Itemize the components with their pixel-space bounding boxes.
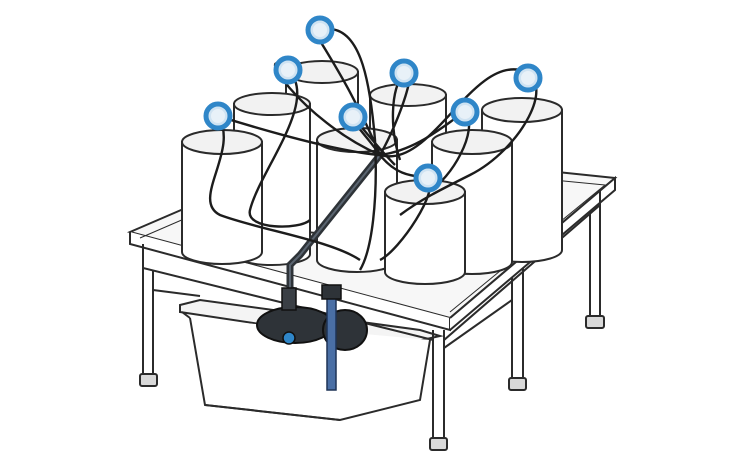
- drip-hose: [248, 62, 381, 228]
- drip-hose: [313, 27, 382, 271]
- dripper-icon: [389, 58, 419, 88]
- riser-pipe: [326, 294, 337, 391]
- pump-outlet-icon: [282, 331, 296, 345]
- drip-hose: [208, 114, 381, 261]
- dripper-icon: [273, 55, 303, 85]
- drippers: [203, 15, 543, 193]
- pot: [384, 179, 466, 285]
- drip-hose: [379, 68, 538, 216]
- pot: [316, 127, 398, 273]
- pot: [181, 129, 263, 265]
- table-legs-back: [585, 195, 605, 329]
- lower-frame: [152, 289, 513, 349]
- dripper-icon: [203, 101, 233, 131]
- plant-pots: [181, 60, 563, 285]
- dripper-icon: [338, 102, 368, 132]
- pump-assembly: [256, 151, 384, 391]
- dripper-icon: [413, 163, 443, 193]
- dripper-icon: [513, 63, 543, 93]
- dripper-icon: [450, 97, 480, 127]
- dripper-icon: [305, 15, 335, 45]
